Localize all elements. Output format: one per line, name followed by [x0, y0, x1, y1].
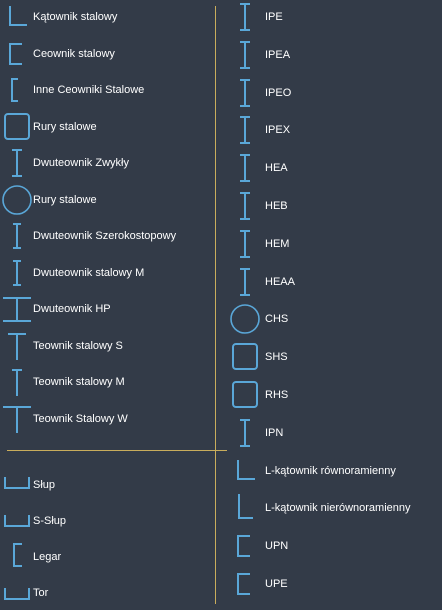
profile-label: Dwuteownik stalowy M [33, 266, 145, 279]
profile-label: RHS [265, 389, 289, 401]
profile-item[interactable]: L-kątownik równoramienny [229, 454, 429, 488]
vertical-divider [215, 6, 216, 604]
profile-label: Kątownik stalowy [33, 11, 118, 23]
tee-icon [1, 329, 33, 363]
profile-item[interactable]: UPN [229, 529, 429, 563]
profile-item[interactable]: Teownik stalowy M [1, 365, 206, 399]
profile-item[interactable]: Tor [1, 576, 206, 610]
i-beam-icon [229, 189, 261, 223]
channel-icon [229, 567, 261, 601]
profile-label: Ceownik stalowy [33, 47, 115, 60]
profile-label: S-Słup [33, 515, 67, 527]
profile-label: Rury stalowe [33, 193, 97, 206]
profile-item[interactable]: Legar [1, 540, 206, 574]
profile-item[interactable]: Dwuteownik Zwykły [1, 146, 206, 180]
profile-label: IPEO [265, 86, 292, 99]
profile-label: IPEA [265, 48, 291, 61]
profile-item[interactable]: HEM [229, 227, 429, 261]
profile-label: UPE [265, 578, 288, 590]
profile-item[interactable]: UPE [229, 567, 429, 601]
profile-item[interactable]: Rury stalowe [1, 110, 206, 144]
profile-label: HEA [265, 162, 288, 175]
i-beam-icon [229, 265, 261, 299]
square-tube-icon [229, 378, 261, 412]
angle-icon [229, 454, 261, 488]
profile-label: SHS [265, 351, 288, 364]
tee-narrow-icon [1, 365, 33, 399]
profile-label: Tor [33, 587, 49, 599]
profile-label: Dwuteownik Zwykły [33, 157, 129, 169]
angle-tall-icon [229, 491, 261, 525]
profile-item[interactable]: Inne Ceowniki Stalowe [1, 73, 206, 107]
profile-item[interactable]: HEA [229, 151, 429, 185]
i-beam-icon [229, 76, 261, 110]
profile-item[interactable]: IPE [229, 0, 429, 34]
profile-item[interactable]: L-kątownik nierównoramienny [229, 491, 429, 525]
column-icon [1, 468, 33, 502]
profile-item[interactable]: HEB [229, 189, 429, 223]
i-beam-thin-icon [1, 256, 33, 290]
i-beam-icon [229, 38, 261, 72]
profile-item[interactable]: RHS [229, 378, 429, 412]
angle-icon [1, 0, 33, 34]
tee-wide-icon [1, 402, 33, 436]
square-tube-icon [1, 110, 33, 144]
profile-item[interactable]: IPEO [229, 76, 429, 110]
horizontal-divider [7, 450, 227, 451]
profile-label: IPEX [265, 124, 291, 137]
profile-item[interactable]: IPEA [229, 38, 429, 72]
profile-item[interactable]: Ceownik stalowy [1, 37, 206, 71]
profile-item[interactable]: Teownik Stalowy W [1, 402, 206, 436]
profile-label: Legar [33, 551, 62, 563]
square-tube-icon [229, 340, 261, 374]
profile-label: Dwuteownik Szerokostopowy [33, 230, 177, 242]
profile-item[interactable]: S-Słup [1, 504, 206, 538]
channel-narrow-icon [1, 73, 33, 107]
channel-icon [229, 529, 261, 563]
s-column-icon [1, 504, 33, 538]
profile-label: L-kątownik nierównoramienny [265, 502, 411, 515]
i-beam-icon [1, 146, 33, 180]
profile-label: IPE [265, 11, 283, 23]
profile-label: HEAA [265, 275, 295, 288]
profile-item[interactable]: IPEX [229, 113, 429, 147]
profile-item[interactable]: Dwuteownik stalowy M [1, 256, 206, 290]
i-beam-icon [229, 227, 261, 261]
profile-label: Inne Ceowniki Stalowe [33, 84, 145, 96]
h-pile-icon [1, 292, 33, 326]
profile-label: CHS [265, 313, 289, 326]
profile-label: L-kątownik równoramienny [265, 464, 396, 477]
profile-item[interactable]: Teownik stalowy S [1, 329, 206, 363]
channel-icon [1, 37, 33, 71]
i-beam-icon [229, 416, 261, 450]
i-beam-icon [229, 113, 261, 147]
profile-item[interactable]: Rury stalowe [1, 183, 206, 217]
profile-item[interactable]: Dwuteownik Szerokostopowy [1, 219, 206, 253]
track-icon [1, 576, 33, 610]
profile-label: Teownik stalowy M [33, 376, 125, 388]
profile-label: Rury stalowe [33, 120, 97, 133]
profile-label: Teownik stalowy S [33, 339, 123, 352]
profile-item[interactable]: CHS [229, 302, 429, 336]
profile-item[interactable]: SHS [229, 340, 429, 374]
i-beam-thin-icon [1, 219, 33, 253]
profile-label: HEB [265, 200, 288, 212]
profile-label: IPN [265, 426, 284, 439]
profile-item[interactable]: IPN [229, 416, 429, 450]
i-beam-icon [229, 0, 261, 34]
profile-label: HEM [265, 237, 290, 250]
round-tube-icon [1, 183, 33, 217]
profile-item[interactable]: Dwuteownik HP [1, 292, 206, 326]
joist-icon [1, 540, 33, 574]
profile-label: UPN [265, 540, 289, 553]
i-beam-icon [229, 151, 261, 185]
round-tube-icon [229, 302, 261, 336]
profile-item[interactable]: Słup [1, 468, 206, 502]
profile-label: Dwuteownik HP [33, 303, 111, 315]
profile-item[interactable]: Kątownik stalowy [1, 0, 206, 34]
profile-item[interactable]: HEAA [229, 265, 429, 299]
profile-label: Teownik Stalowy W [33, 412, 128, 425]
profile-label: Słup [33, 479, 56, 491]
